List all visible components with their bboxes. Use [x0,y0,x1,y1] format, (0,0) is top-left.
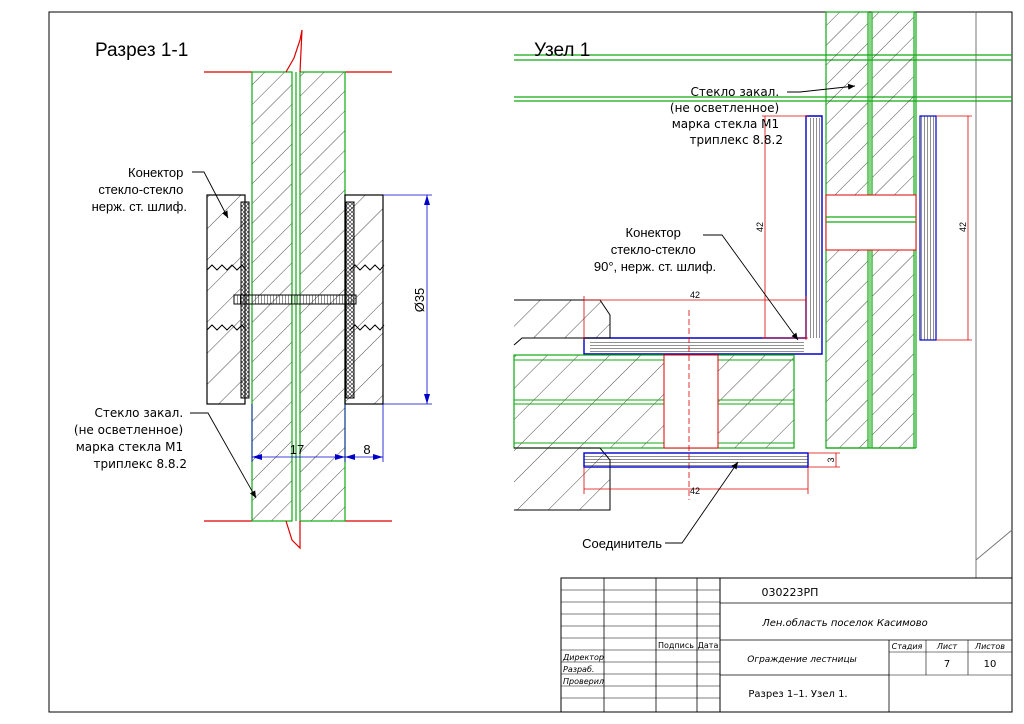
sheet-header: Лист [936,642,958,651]
project-location: Лен.область поселок Касимово [761,617,928,629]
section-1-1-drawing [190,29,432,550]
left-glass-label: Стекло закал. (не осветленное) марка сте… [74,406,187,471]
role-developer: Разраб. [563,665,594,674]
project-name: Ограждение лестницы [747,655,857,665]
sheet-frame [48,11,1013,713]
sheets-value: 10 [984,659,997,670]
col-signature: Подпись [658,641,694,650]
section-title: Разрез 1-1 [95,40,188,61]
col-date: Дата [698,641,719,650]
drawing-name: Разрез 1–1. Узел 1. [748,689,847,700]
sheet-value: 7 [944,659,950,670]
node-1-drawing [513,11,1012,544]
right-connector-label: Конектор стекло-стекло 90°, нерж. ст. шл… [594,225,716,274]
right-glass-label: Стекло закал. (не осветленное) марка сте… [670,85,783,147]
node-title: Узел 1 [534,40,590,61]
role-checker: Проверил [563,677,604,686]
project-code: 030223РП [762,586,819,599]
joiner-label: Соединитель [582,536,662,551]
dim-42-right: 42 [958,222,968,232]
left-connector-label: Конектор стекло-стекло нерж. ст. шлиф. [92,165,187,214]
dim-diameter: Ø35 [412,288,427,313]
dim-42-top: 42 [690,290,700,300]
dim-42-bottom: 42 [690,486,700,496]
title-block [560,577,1013,713]
role-director: Директор [562,653,604,662]
dim-width: 17 [290,442,304,457]
stage-header: Стадия [892,642,923,651]
dim-3: 3 [826,457,836,462]
sheets-header: Листов [974,642,1005,651]
dim-42-left: 42 [755,222,765,232]
dim-gap: 8 [363,442,370,457]
